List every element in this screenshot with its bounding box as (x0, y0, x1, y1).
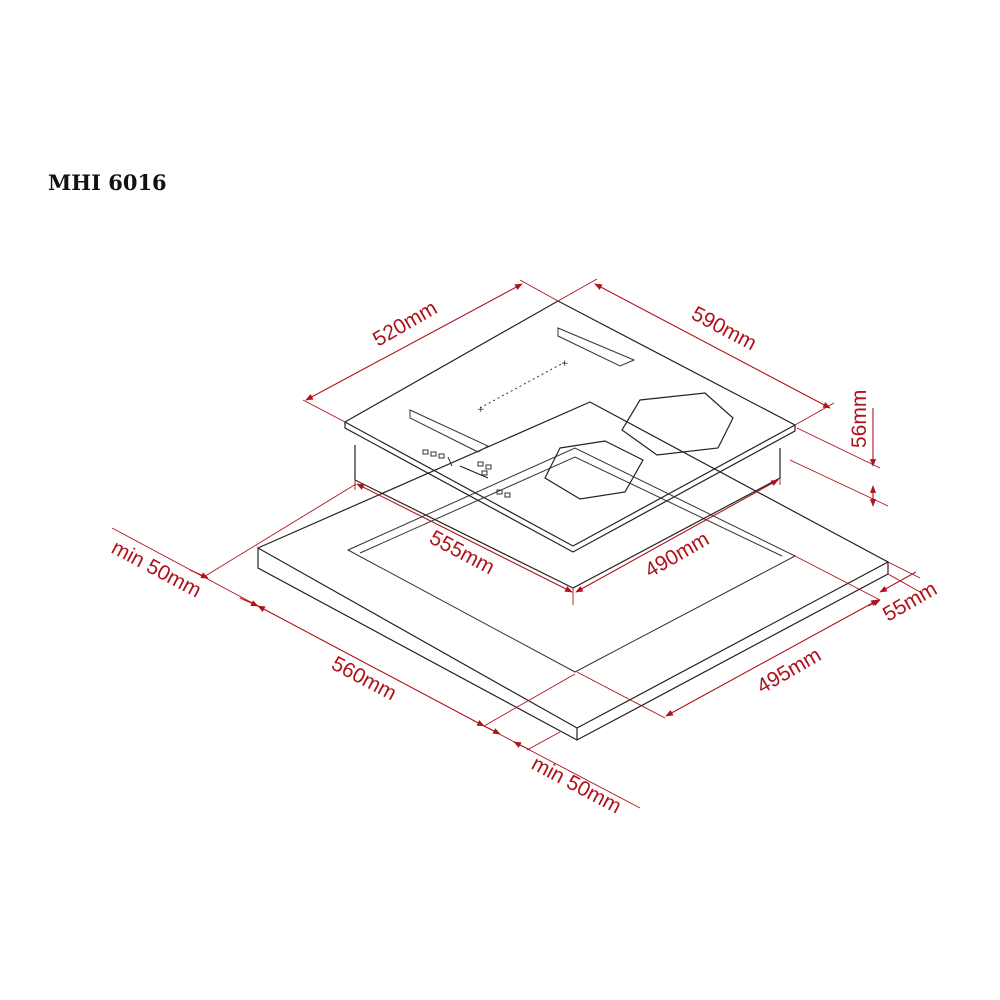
label-495: 495mm (753, 643, 825, 698)
label-560: 560mm (328, 652, 401, 705)
dim-counter-depth: 495mm (576, 555, 881, 719)
cutout-opening (346, 447, 797, 673)
svg-text:+: + (477, 405, 485, 415)
dim-height: 56mm (789, 390, 889, 507)
countertop (256, 401, 890, 741)
dim-depth-top: 590mm (557, 278, 835, 426)
dim-cutout-width: 555mm (354, 480, 574, 605)
svg-text:+: + (561, 359, 569, 369)
model-title: MHI 6016 (48, 170, 167, 195)
label-555: 555mm (426, 526, 499, 579)
right-rear-hex-zone (621, 392, 734, 456)
dim-clearance-front: min 50mm (483, 725, 641, 818)
zone-bridge-line (479, 361, 566, 409)
left-front-zone (409, 409, 490, 453)
right-front-hex-zone (544, 440, 644, 500)
label-520: 520mm (369, 296, 441, 351)
hob-body (354, 445, 781, 589)
countertop-edge (257, 548, 889, 741)
glass-top-edge (344, 422, 796, 553)
label-min50-left: min 50mm (108, 536, 205, 602)
label-590: 590mm (688, 302, 761, 355)
dim-counter-thickness: 55mm (867, 561, 941, 626)
dim-width-top: 520mm (302, 279, 559, 423)
control-panel (422, 449, 511, 498)
dim-clearance-left: min 50mm (108, 483, 357, 607)
dim-counter-width: 560mm (257, 605, 576, 727)
label-min50-front: min 50mm (528, 752, 625, 818)
label-55: 55mm (879, 577, 941, 626)
label-56: 56mm (848, 390, 871, 448)
left-rear-zone (557, 327, 636, 367)
